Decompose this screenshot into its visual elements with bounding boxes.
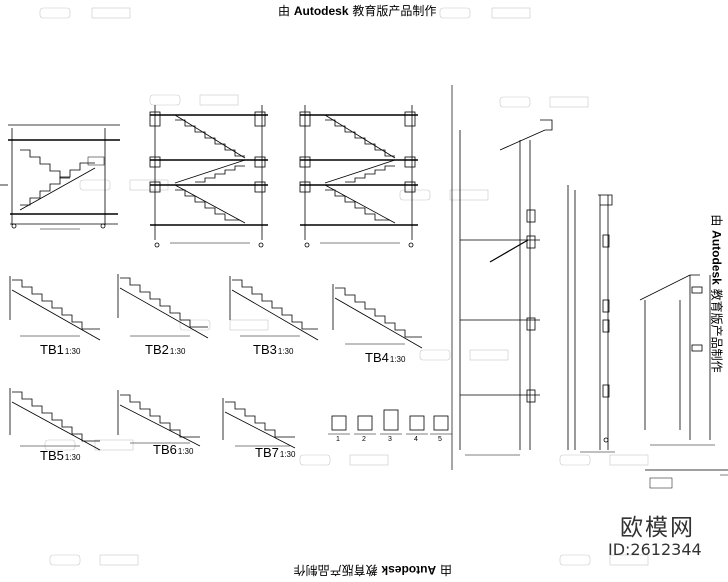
- site-logo-name: 欧模网: [620, 515, 695, 541]
- site-watermark-pattern: [39, 7, 649, 566]
- stair-flight-tb2: [117, 274, 209, 339]
- tb2-scale: 1:30: [169, 347, 186, 356]
- detail-mark-4: 4: [414, 436, 418, 443]
- stair-flight-tb3: [229, 276, 319, 341]
- tb5-scale: 1:30: [64, 453, 81, 462]
- tb1-name: TB1: [40, 342, 64, 357]
- stair-flight-tb4: [332, 284, 423, 349]
- tb3-scale: 1:30: [277, 347, 294, 356]
- tb4-scale: 1:30: [389, 355, 406, 364]
- detail-mark-5: 5: [438, 436, 442, 443]
- tb3-label: TB31:30: [253, 342, 293, 357]
- tb7-label: TB71:30: [255, 445, 295, 460]
- detail-mark-2: 2: [362, 436, 366, 443]
- tb7-name: TB7: [255, 445, 279, 460]
- tb6-scale: 1:30: [177, 447, 194, 456]
- stair-elevation-3: [299, 105, 418, 248]
- stair-elevation-2: [149, 105, 268, 248]
- site-logo-id: ID:2612344: [608, 540, 702, 559]
- railing-detail: [639, 274, 715, 446]
- watermark-suffix: 教育版产品制作: [352, 4, 437, 18]
- section-details: [328, 409, 452, 435]
- watermark-prefix: 由: [278, 4, 291, 18]
- title-block: [645, 469, 728, 489]
- autodesk-watermark-top: 由 Autodesk 教育版产品制作: [278, 2, 436, 19]
- wall-section-detail: [567, 185, 615, 453]
- stair-elevation-1: [0, 124, 120, 230]
- tb3-name: TB3: [253, 342, 277, 357]
- tb7-scale: 1:30: [279, 450, 296, 459]
- tb6-label: TB61:30: [153, 442, 193, 457]
- tb4-label: TB41:30: [365, 350, 405, 365]
- tb5-name: TB5: [40, 448, 64, 463]
- stair-flight-tb1: [9, 276, 101, 341]
- detail-mark-3: 3: [388, 436, 392, 443]
- tb4-name: TB4: [365, 350, 389, 365]
- tb5-label: TB51:30: [40, 448, 80, 463]
- tb2-label: TB21:30: [145, 342, 185, 357]
- detail-mark-1: 1: [336, 436, 340, 443]
- tb2-name: TB2: [145, 342, 169, 357]
- tb6-name: TB6: [153, 442, 177, 457]
- wall-section-elevation: [459, 119, 553, 456]
- tb1-scale: 1:30: [64, 347, 81, 356]
- stair-flight-tb7: [222, 398, 296, 449]
- stair-flight-tb6: [117, 390, 201, 447]
- stair-flight-tb5: [9, 388, 101, 451]
- watermark-brand: Autodesk: [293, 4, 349, 18]
- tb1-label: TB11:30: [40, 342, 80, 357]
